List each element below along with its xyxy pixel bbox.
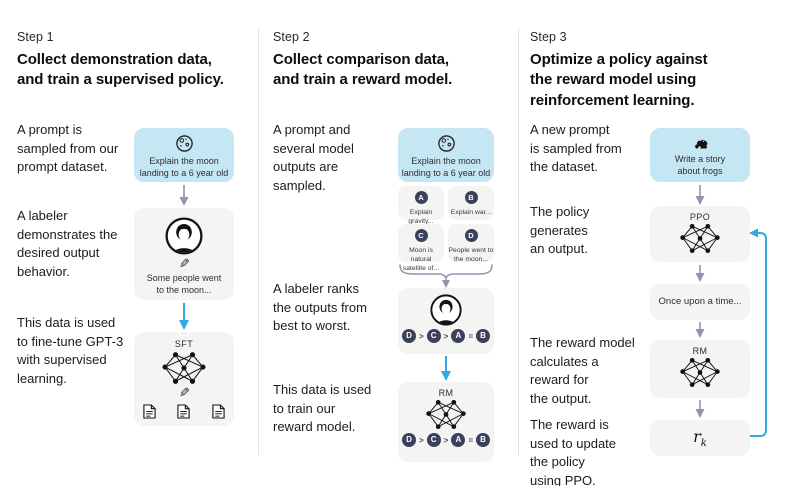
step1-column: Step 1 Collect demonstration data, and t…: [0, 0, 258, 486]
paragraph: The policy generates an output.: [530, 204, 590, 257]
ranking-letter-badge: A: [451, 329, 466, 343]
labeler-avatar-icon: [430, 294, 462, 326]
frog-icon: [693, 139, 708, 149]
network-icon: [680, 223, 720, 254]
model-label: PPO: [689, 212, 711, 222]
output-box-c: C Moon is natural satellite of...: [398, 224, 444, 272]
ranking-operator: >: [418, 435, 424, 445]
ranking-row: D>C>A=B: [398, 329, 494, 343]
ranking-letter-badge: A: [451, 433, 466, 447]
output-letter-badge: C: [414, 229, 428, 242]
arrow-down-icon: [695, 265, 705, 282]
output-letter-badge: D: [464, 229, 478, 242]
labeler-avatar-icon: [165, 217, 203, 255]
column-divider: [518, 28, 519, 455]
moon-icon: [437, 135, 455, 152]
labeler-box: ✎ Some people went to the moon...: [134, 208, 234, 300]
labeler-ranking-box: D>C>A=B: [398, 288, 494, 354]
prompt-text: Explain the moon landing to a 6 year old: [401, 156, 491, 178]
step-label: Step 2: [273, 30, 310, 44]
model-label: RM: [692, 346, 708, 356]
rm-model-box: RM: [650, 340, 750, 398]
reward-box: rk: [650, 420, 750, 456]
paragraph: The reward is used to update the policy …: [530, 417, 617, 486]
model-label: RM: [438, 388, 454, 398]
output-box-d: D People went to the moon...: [448, 224, 494, 264]
output-letter-badge: A: [414, 191, 428, 204]
paragraph: This data is used to train our reward mo…: [273, 382, 372, 435]
ppo-model-box: PPO: [650, 206, 750, 262]
paragraph: A labeler demonstrates the desired outpu…: [17, 208, 118, 280]
ranking-letter-badge: D: [401, 329, 416, 343]
step-label: Step 3: [530, 30, 567, 44]
pencil-icon: ✎: [178, 385, 190, 400]
output-caption: Explain gravity...: [408, 209, 434, 226]
ranking-row: D>C>A=B: [398, 433, 494, 447]
paragraph: A prompt is sampled from our prompt data…: [17, 122, 119, 175]
prompt-text: Write a story about frogs: [674, 154, 726, 176]
ranking-letter-badge: D: [401, 433, 416, 447]
output-box-b: B Explain war...: [448, 186, 494, 220]
documents-icon: [134, 404, 234, 419]
paragraph: A new prompt is sampled from the dataset…: [530, 122, 622, 175]
output-caption: Explain war...: [450, 209, 492, 216]
prompt-box: Write a story about frogs: [650, 128, 750, 182]
arrow-down-icon: [695, 400, 705, 418]
ranking-letter-badge: C: [426, 433, 441, 447]
step3-column: Step 3 Optimize a policy against the rew…: [518, 0, 786, 486]
output-letter-badge: B: [464, 191, 478, 204]
output-caption: People went to the moon...: [448, 247, 494, 264]
network-icon: [426, 399, 466, 430]
network-icon: [680, 357, 720, 388]
ranking-operator: =: [468, 435, 473, 445]
arrow-down-icon: [179, 185, 189, 206]
ranking-operator: >: [443, 435, 449, 445]
paragraph: A labeler ranks the outputs from best to…: [273, 281, 367, 334]
reward-symbol: rk: [693, 426, 707, 450]
step-label: Step 1: [17, 30, 54, 44]
paragraph: A prompt and several model outputs are s…: [273, 122, 354, 194]
rm-model-box: RM D>C>A=B: [398, 382, 494, 462]
step-title: Collect comparison data, and train a rew…: [273, 51, 453, 89]
step2-column: Step 2 Collect comparison data, and trai…: [258, 0, 518, 486]
output-text: Once upon a time...: [658, 295, 742, 307]
moon-icon: [175, 135, 193, 152]
merge-brace-icon: [399, 264, 493, 288]
labeler-caption: Some people went to the moon...: [146, 273, 222, 295]
prompt-box: Explain the moon landing to a 6 year old: [134, 128, 234, 182]
paragraph: The reward model calculates a reward for…: [530, 335, 635, 407]
ranking-letter-badge: C: [426, 329, 441, 343]
prompt-text: Explain the moon landing to a 6 year old: [139, 156, 229, 178]
network-icon: [162, 352, 206, 384]
ranking-letter-badge: B: [476, 433, 490, 447]
ranking-letter-badge: B: [476, 329, 490, 343]
sft-model-box: SFT ✎: [134, 332, 234, 426]
step-title: Collect demonstration data, and train a …: [17, 51, 224, 89]
prompt-box: Explain the moon landing to a 6 year old: [398, 128, 494, 182]
output-text-box: Once upon a time...: [650, 284, 750, 320]
column-divider: [258, 28, 259, 455]
model-label: SFT: [174, 339, 194, 349]
output-box-a: A Explain gravity...: [398, 186, 444, 225]
pencil-icon: ✎: [178, 256, 190, 271]
output-caption: Moon is natural satellite of...: [402, 247, 440, 273]
arrow-down-icon: [695, 322, 705, 338]
ranking-operator: >: [443, 331, 449, 341]
paragraph: This data is used to fine-tune GPT-3 wit…: [17, 315, 124, 387]
arrow-down-icon: [695, 185, 705, 205]
step-title: Optimize a policy against the reward mod…: [530, 51, 708, 109]
ranking-operator: >: [418, 331, 424, 341]
arrow-down-blue-icon: [441, 356, 451, 381]
arrow-down-blue-icon: [179, 303, 189, 330]
ranking-operator: =: [468, 331, 473, 341]
feedback-arrow-icon: [749, 228, 767, 437]
